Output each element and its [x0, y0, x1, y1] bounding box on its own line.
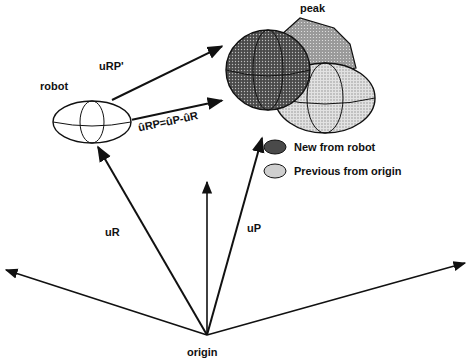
axis-left — [6, 270, 207, 335]
node-label: robot — [40, 80, 68, 92]
legend-text: Previous from origin — [294, 165, 402, 177]
vector-label: uP — [246, 222, 262, 234]
vector-label: uRP' — [98, 60, 125, 72]
legend-text: New from robot — [294, 141, 375, 153]
node-shape — [52, 100, 132, 144]
axis-right — [207, 263, 465, 335]
legend-swatch — [264, 164, 286, 178]
legend-swatch-frame — [262, 162, 288, 180]
peak-ellipsoids: peak — [222, 18, 377, 136]
origin-label: origin — [186, 346, 219, 358]
vector-arrow — [112, 46, 222, 100]
node-label: peak — [300, 2, 325, 14]
legend-swatch — [264, 140, 286, 154]
robot-ellipse: robot — [52, 100, 132, 144]
node-shape — [222, 18, 377, 136]
vector-ur — [98, 147, 207, 335]
vector-label: uR — [104, 226, 121, 238]
legend-swatch-frame — [262, 138, 288, 156]
vector-up — [207, 138, 262, 335]
axis-up — [206, 182, 208, 335]
